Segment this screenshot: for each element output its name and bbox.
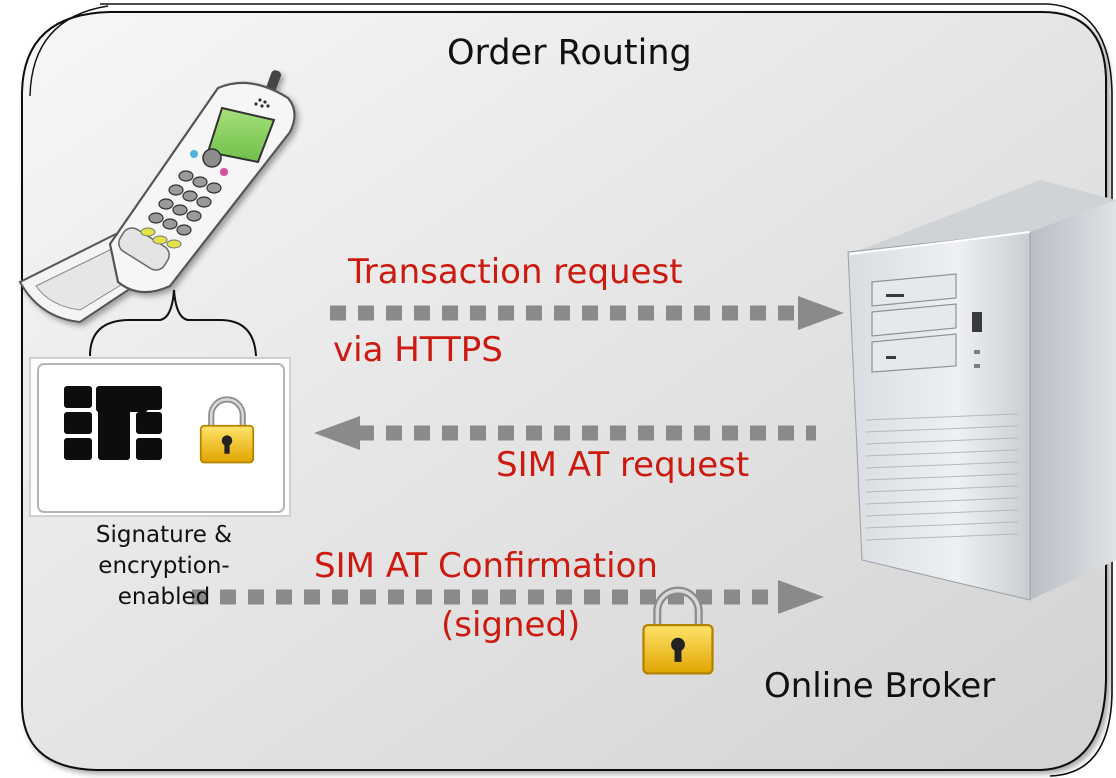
- arrow-sim-at-confirmation: [192, 580, 824, 614]
- server-tower-icon: [847, 180, 1116, 601]
- sim-caption-line-2: encryption-: [98, 553, 230, 579]
- node-label-online-broker: Online Broker: [764, 666, 996, 706]
- sim-card-caption: Signature & encryption- enabled: [55, 520, 273, 613]
- edge-label-signed: (signed): [441, 605, 581, 645]
- edge-label-sim-at-request: SIM AT request: [496, 445, 750, 485]
- diagram-title: Order Routing: [447, 33, 692, 73]
- arrow-sim-at-request: [314, 416, 816, 450]
- mobile-phone-icon: [18, 70, 296, 324]
- arrow-transaction-request: [330, 296, 844, 330]
- edge-label-transaction-request: Transaction request: [348, 252, 683, 292]
- sim-bracket: [89, 289, 257, 357]
- sim-caption-line-1: Signature &: [95, 522, 233, 548]
- order-routing-panel: [20, 3, 1113, 777]
- edge-label-transaction-request-via: via HTTPS: [333, 330, 503, 370]
- edge-label-sim-at-confirmation: SIM AT Confirmation: [314, 546, 658, 586]
- sim-caption-line-3: enabled: [117, 584, 211, 610]
